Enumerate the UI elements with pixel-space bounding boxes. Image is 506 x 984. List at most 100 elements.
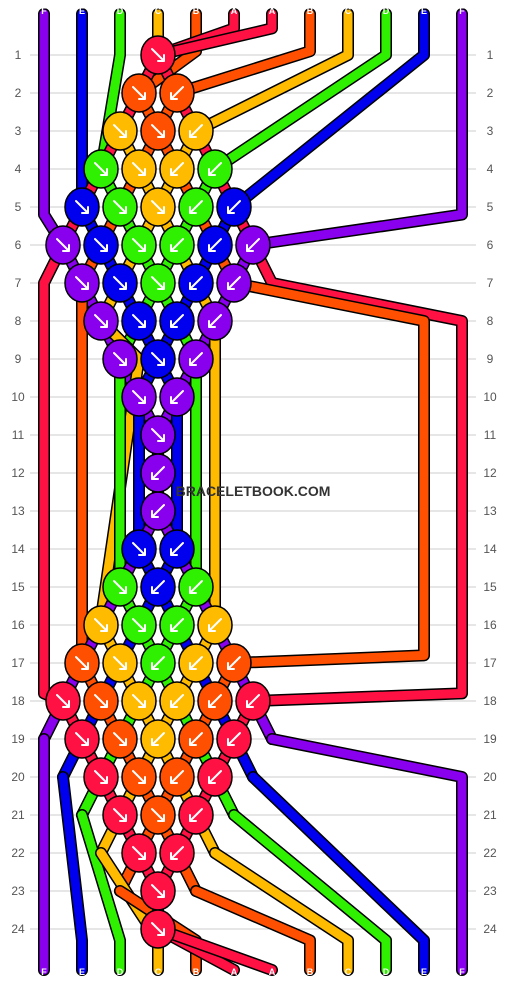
knot xyxy=(197,225,233,265)
arrow-down-left-icon xyxy=(189,200,203,214)
row-number-right: 5 xyxy=(487,200,494,214)
knot xyxy=(140,795,176,835)
arrow-down-right-icon xyxy=(151,48,165,62)
knot xyxy=(64,719,100,759)
arrow-down-right-icon xyxy=(75,276,89,290)
arrow-down-right-icon xyxy=(151,200,165,214)
strand-letter-bottom: E xyxy=(79,967,85,977)
knot xyxy=(140,643,176,683)
knot xyxy=(140,263,176,303)
arrow-down-left-icon xyxy=(151,580,165,594)
row-number-right: 20 xyxy=(483,770,497,784)
knot xyxy=(140,111,176,151)
arrow-down-right-icon xyxy=(132,86,146,100)
strand-outline xyxy=(228,8,430,213)
arrow-down-left-icon xyxy=(208,162,222,176)
strand-letter-bottom: F xyxy=(459,967,465,977)
row-number-left: 12 xyxy=(11,466,25,480)
knot xyxy=(121,529,157,569)
row-number-left: 22 xyxy=(11,846,25,860)
knot xyxy=(140,909,176,949)
row-number-left: 9 xyxy=(15,352,22,366)
row-number-left: 17 xyxy=(11,656,25,670)
row-number-left: 7 xyxy=(15,276,22,290)
strand-letter-top: F xyxy=(41,6,47,16)
strand-letter-top: B xyxy=(193,6,200,16)
knot xyxy=(140,719,176,759)
strand-letter-top: C xyxy=(155,6,162,16)
arrow-down-left-icon xyxy=(189,352,203,366)
arrow-down-left-icon xyxy=(227,656,241,670)
knot xyxy=(159,73,195,113)
arrow-down-right-icon xyxy=(132,770,146,784)
strand-letter-bottom: D xyxy=(117,967,124,977)
knot xyxy=(140,567,176,607)
knot xyxy=(197,301,233,341)
arrow-down-right-icon xyxy=(94,694,108,708)
knot xyxy=(178,339,214,379)
strand-C xyxy=(191,9,353,136)
arrow-down-left-icon xyxy=(189,732,203,746)
arrow-down-left-icon xyxy=(170,542,184,556)
strand-C xyxy=(210,848,353,975)
arrow-down-right-icon xyxy=(132,618,146,632)
row-number-left: 24 xyxy=(11,922,25,936)
knot xyxy=(83,149,119,189)
arrow-down-right-icon xyxy=(151,276,165,290)
arrow-down-left-icon xyxy=(151,656,165,670)
knot xyxy=(159,529,195,569)
arrow-down-left-icon xyxy=(151,504,165,518)
knot xyxy=(197,605,233,645)
knot xyxy=(83,605,119,645)
row-number-right: 2 xyxy=(487,86,494,100)
knot xyxy=(140,187,176,227)
row-number-right: 13 xyxy=(483,504,497,518)
arrow-down-left-icon xyxy=(246,694,260,708)
arrow-down-right-icon xyxy=(151,428,165,442)
arrow-down-right-icon xyxy=(113,656,127,670)
row-number-left: 2 xyxy=(15,86,22,100)
knot xyxy=(159,225,195,265)
arrow-down-left-icon xyxy=(189,808,203,822)
arrow-down-right-icon xyxy=(56,694,70,708)
knot xyxy=(83,681,119,721)
knot xyxy=(102,795,138,835)
knot xyxy=(45,681,81,721)
arrow-down-left-icon xyxy=(170,86,184,100)
row-number-right: 16 xyxy=(483,618,497,632)
arrow-down-left-icon xyxy=(227,200,241,214)
arrow-down-right-icon xyxy=(151,124,165,138)
row-number-right: 8 xyxy=(487,314,494,328)
strand-letter-top: A xyxy=(231,6,238,16)
knot xyxy=(121,301,157,341)
row-number-right: 17 xyxy=(483,656,497,670)
knot xyxy=(197,149,233,189)
knot xyxy=(45,225,81,265)
knot xyxy=(140,871,176,911)
knot xyxy=(159,605,195,645)
strand-A xyxy=(248,240,467,706)
row-number-left: 6 xyxy=(15,238,22,252)
arrow-down-right-icon xyxy=(113,352,127,366)
arrow-down-left-icon xyxy=(170,694,184,708)
knot xyxy=(140,491,176,531)
knot xyxy=(102,567,138,607)
arrow-down-right-icon xyxy=(151,884,165,898)
strand-E xyxy=(229,9,429,212)
knot xyxy=(83,301,119,341)
row-number-right: 15 xyxy=(483,580,497,594)
arrow-down-right-icon xyxy=(94,162,108,176)
strand-letter-top: D xyxy=(117,6,124,16)
row-number-left: 8 xyxy=(15,314,22,328)
arrow-down-right-icon xyxy=(113,808,127,822)
knot xyxy=(140,415,176,455)
arrow-down-right-icon xyxy=(75,200,89,214)
arrow-down-right-icon xyxy=(113,124,127,138)
knot xyxy=(178,719,214,759)
row-number-left: 3 xyxy=(15,124,22,138)
strand-letter-top: F xyxy=(459,6,465,16)
arrow-down-left-icon xyxy=(170,390,184,404)
arrow-down-right-icon xyxy=(94,314,108,328)
